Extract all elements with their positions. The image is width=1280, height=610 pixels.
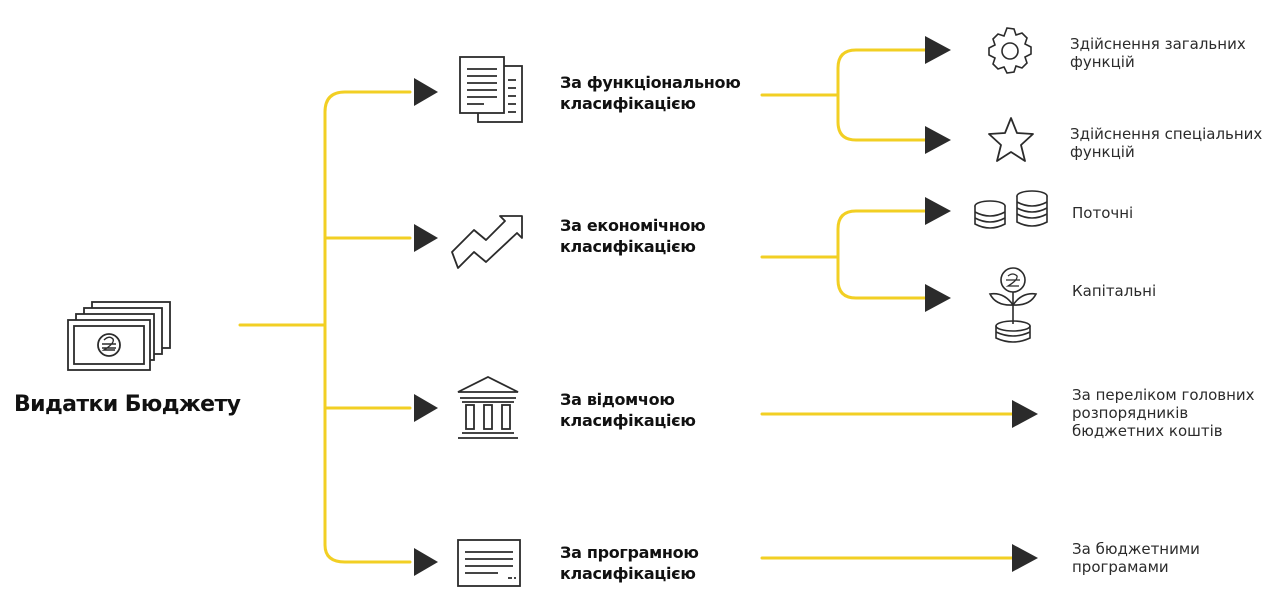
category-functional-line2: класифікацією: [560, 94, 696, 113]
connector-lines: [238, 48, 1014, 564]
star-icon: [988, 117, 1034, 162]
coin-stacks-icon: [974, 190, 1048, 229]
leaf-special-functions: Здійснення спеціальних функцій: [1070, 125, 1262, 161]
leaf-capital-line1: Капітальні: [1072, 282, 1157, 300]
arrow-program: [414, 548, 438, 576]
functional-fork: [760, 48, 927, 142]
leaf-current-line1: Поточні: [1072, 204, 1134, 222]
category-economic-label: За економічною класифікацією: [560, 215, 706, 257]
arrow-departmental: [414, 394, 438, 422]
leaf-spending-units-line2: розпорядників: [1072, 404, 1189, 422]
leaf-spending-units: За переліком головних розпорядників бюдж…: [1072, 386, 1255, 440]
arrow-spending-units: [1012, 400, 1038, 428]
arrow-general-functions: [925, 36, 951, 64]
program-card-icon: [457, 539, 521, 587]
category-departmental-line1: За відомчою: [560, 390, 675, 409]
leaf-current: Поточні: [1072, 204, 1133, 222]
main-trunk: [323, 90, 412, 564]
leaf-spending-units-line3: бюджетних коштів: [1072, 422, 1223, 440]
leaf-budget-programs: За бюджетними програмами: [1072, 540, 1200, 576]
arrow-economic: [414, 224, 438, 252]
gear-icon: [988, 27, 1032, 74]
arrow-budget-programs: [1012, 544, 1038, 572]
institution-building-icon: [457, 375, 519, 439]
leaf-general-functions: Здійснення загальних функцій: [1070, 35, 1246, 71]
leaf-budget-programs-line2: програмами: [1072, 558, 1169, 576]
coin-plant-icon: [988, 267, 1038, 343]
arrowheads: [414, 36, 1038, 576]
category-program-label: За програмною класифікацією: [560, 542, 699, 584]
category-economic-line1: За економічною: [560, 216, 706, 235]
category-departmental-label: За відомчою класифікацією: [560, 389, 696, 431]
economic-fork: [760, 209, 927, 300]
leaf-special-functions-line2: функцій: [1070, 143, 1135, 161]
category-functional-line1: За функціональною: [560, 73, 741, 92]
arrow-current: [925, 197, 951, 225]
leaf-general-functions-line2: функцій: [1070, 53, 1135, 71]
growth-arrow-icon: [451, 215, 523, 269]
category-program-line1: За програмною: [560, 543, 699, 562]
arrow-functional: [414, 78, 438, 106]
leaf-budget-programs-line1: За бюджетними: [1072, 540, 1200, 558]
category-functional-label: За функціональною класифікацією: [560, 72, 741, 114]
arrow-capital: [925, 284, 951, 312]
root-title: Видатки Бюджету: [14, 392, 241, 417]
category-departmental-line2: класифікацією: [560, 411, 696, 430]
leaf-general-functions-line1: Здійснення загальних: [1070, 35, 1246, 53]
documents-icon: [459, 56, 523, 123]
leaf-spending-units-line1: За переліком головних: [1072, 386, 1255, 404]
arrow-special-functions: [925, 126, 951, 154]
money-bills-hryvnia-icon: [67, 301, 171, 371]
category-economic-line2: класифікацією: [560, 237, 696, 256]
leaf-capital: Капітальні: [1072, 282, 1156, 300]
leaf-special-functions-line1: Здійснення спеціальних: [1070, 125, 1263, 143]
category-program-line2: класифікацією: [560, 564, 696, 583]
